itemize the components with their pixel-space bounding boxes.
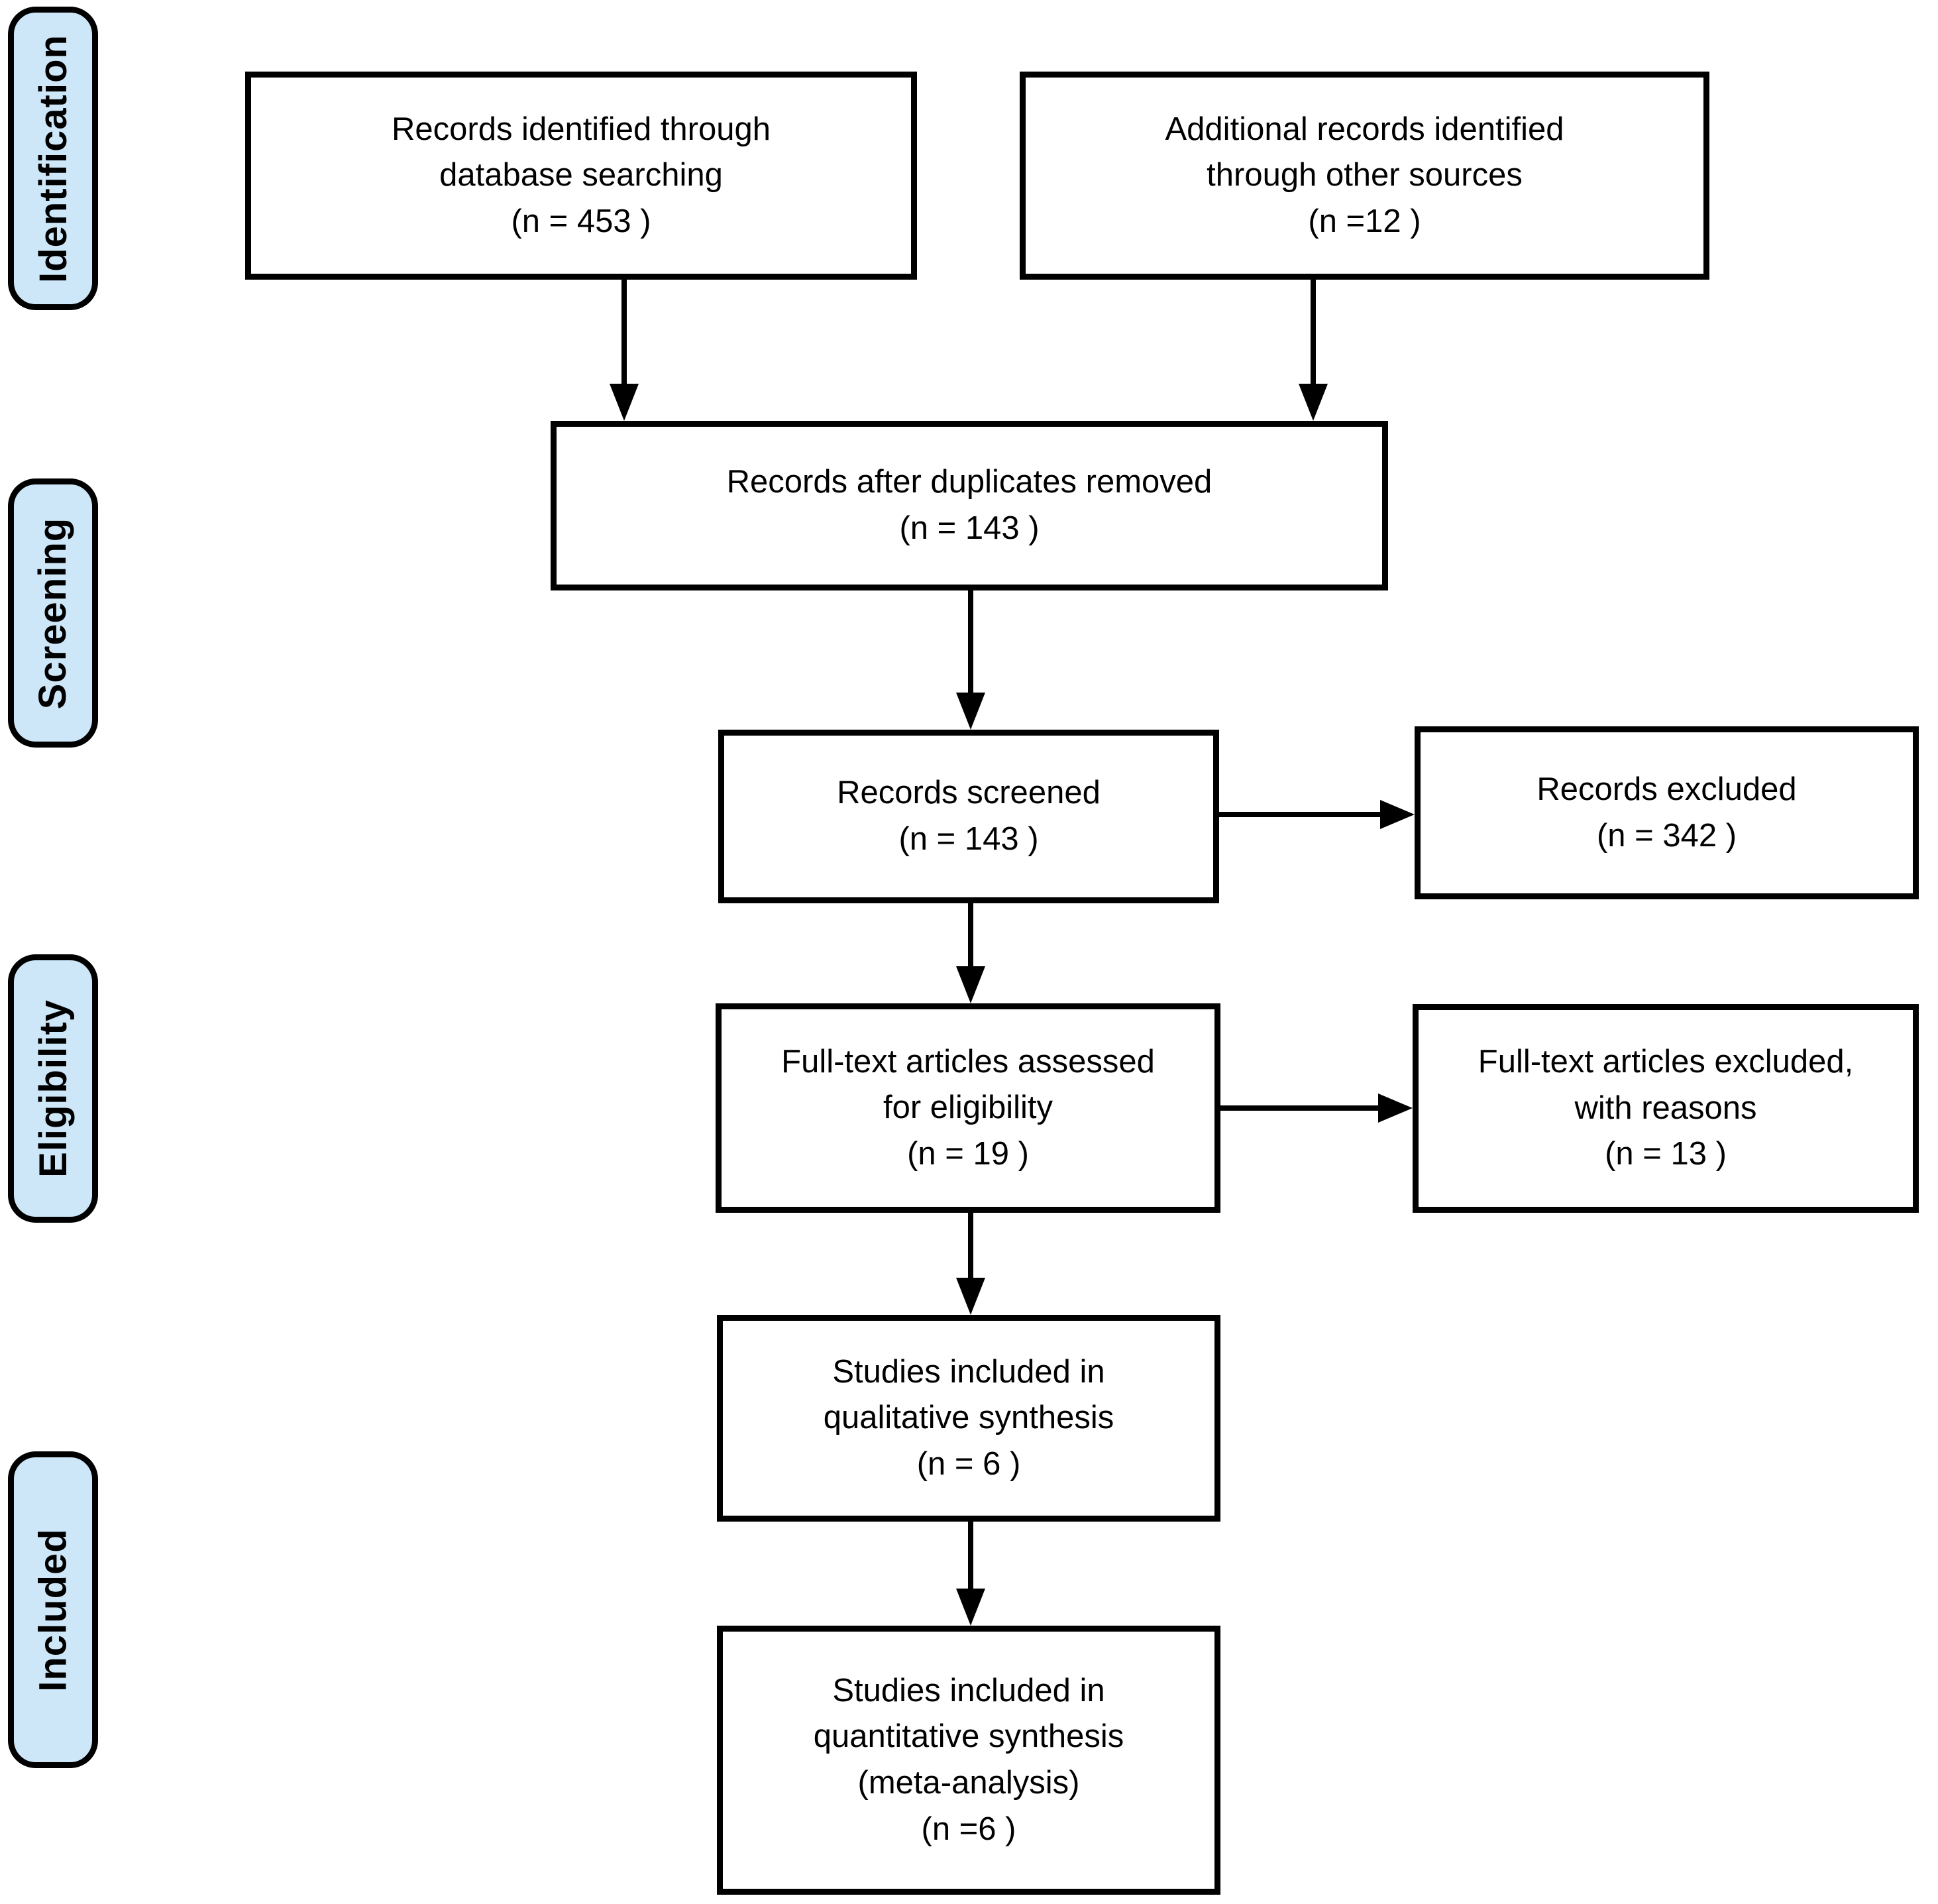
arrow-shaft — [621, 280, 627, 386]
arrow-head-right-icon — [1380, 800, 1415, 829]
stage-label-included-text: Included — [31, 1528, 75, 1692]
arrow-fulltext-to-qualitative — [955, 1213, 987, 1315]
arrow-db-to-duplicates — [608, 280, 640, 421]
arrow-head-down-icon — [610, 384, 639, 421]
arrow-head-down-icon — [956, 1278, 985, 1315]
arrow-duplicates-to-screened — [955, 590, 987, 730]
box-quantitative-synthesis: Studies included in quantitative synthes… — [717, 1626, 1220, 1895]
box-records-identified: Records identified through database sear… — [245, 72, 917, 280]
box-duplicates-removed: Records after duplicates removed (n = 14… — [551, 421, 1388, 590]
arrow-screened-to-fulltext — [955, 903, 987, 1003]
arrow-shaft — [1220, 1105, 1381, 1111]
stage-label-eligibility-text: Eligibility — [31, 999, 75, 1178]
arrow-shaft — [1219, 812, 1383, 817]
box-additional-records: Additional records identified through ot… — [1020, 72, 1709, 280]
arrow-shaft — [968, 1522, 973, 1591]
arrow-screened-to-excluded — [1219, 799, 1415, 830]
box-qualitative-synthesis: Studies included in qualitative synthesi… — [717, 1315, 1220, 1522]
arrow-head-down-icon — [956, 1589, 985, 1626]
arrow-shaft — [1311, 280, 1316, 386]
stage-label-screening: Screening — [8, 478, 98, 748]
arrow-head-down-icon — [956, 693, 985, 730]
arrow-qualitative-to-quantitative — [955, 1522, 987, 1626]
arrow-shaft — [968, 1213, 973, 1280]
arrow-shaft — [968, 903, 973, 969]
arrow-fulltext-to-excluded — [1220, 1092, 1413, 1124]
stage-label-screening-text: Screening — [31, 517, 75, 709]
stage-label-included: Included — [8, 1451, 98, 1768]
box-records-excluded: Records excluded (n = 342 ) — [1415, 726, 1919, 899]
arrow-head-down-icon — [956, 966, 985, 1003]
stage-label-eligibility: Eligibility — [8, 954, 98, 1223]
stage-label-identification: Identification — [8, 7, 98, 310]
arrow-head-down-icon — [1299, 384, 1328, 421]
stage-label-identification-text: Identification — [31, 34, 75, 283]
arrow-head-right-icon — [1378, 1093, 1413, 1123]
box-records-screened: Records screened (n = 143 ) — [718, 730, 1219, 903]
box-fulltext-assessed: Full-text articles assessed for eligibil… — [716, 1003, 1220, 1213]
arrow-other-to-duplicates — [1297, 280, 1329, 421]
box-fulltext-excluded: Full-text articles excluded, with reason… — [1413, 1004, 1919, 1213]
arrow-shaft — [968, 590, 973, 695]
